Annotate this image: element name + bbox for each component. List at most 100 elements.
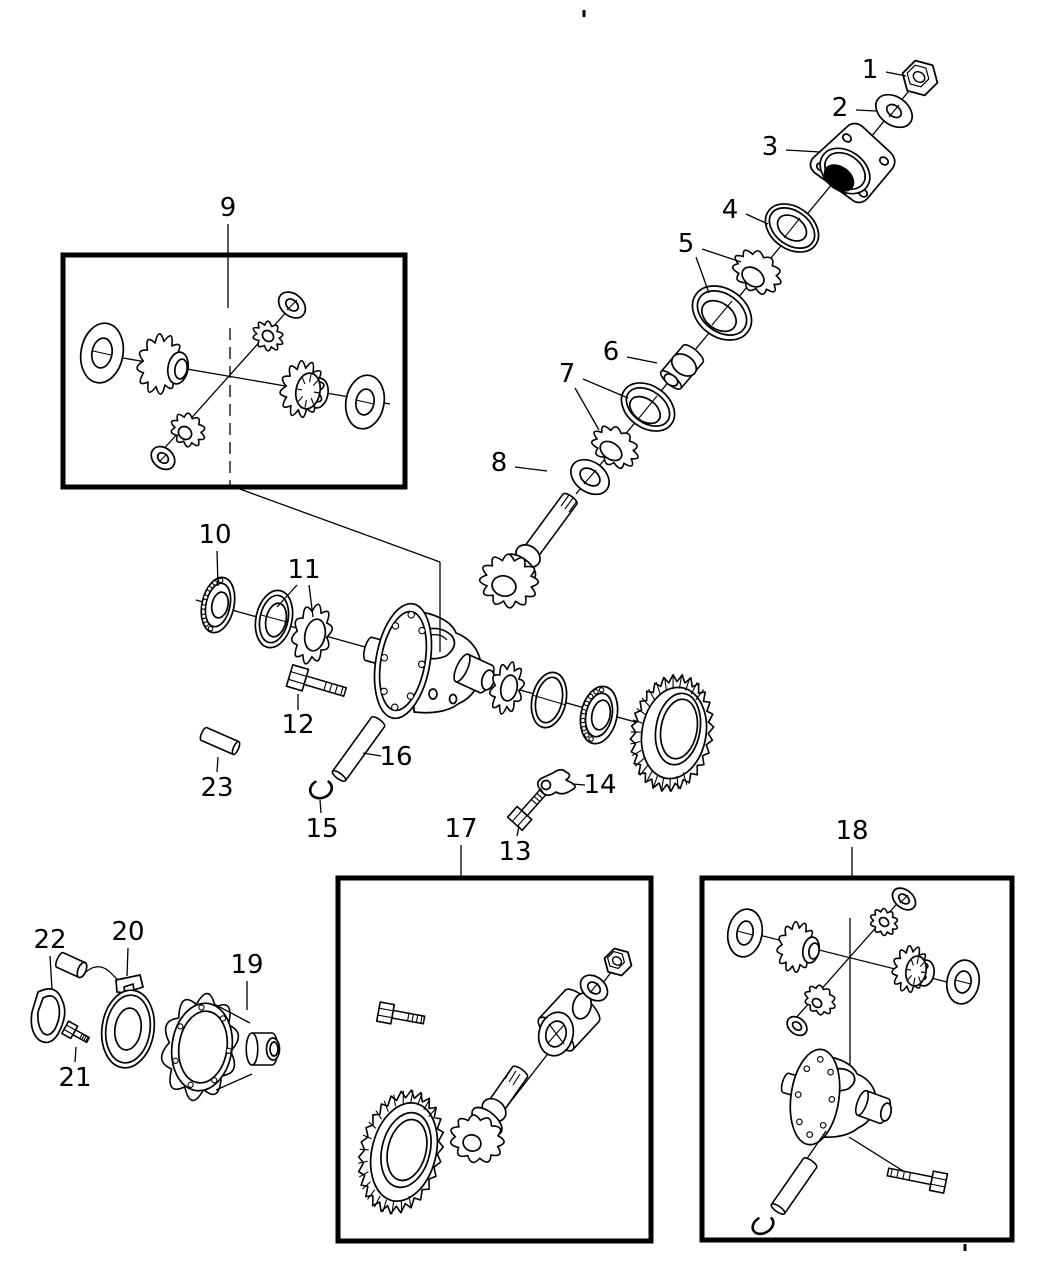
snap-ring (308, 778, 334, 800)
callout-1: 1 (862, 55, 907, 85)
callout-8: 8 (491, 448, 548, 478)
kit-pinion-gear-top (869, 907, 899, 937)
callout-4: 4 (722, 195, 769, 225)
ring-and-pinion-kit-box (335, 875, 654, 1244)
differential-bearing-cone-right (488, 661, 526, 715)
callout-19: 19 (230, 950, 264, 1010)
differential-case-bolt (285, 663, 348, 698)
callout-label: 10 (198, 520, 231, 550)
callout-7: 7 (559, 359, 629, 431)
callout-15: 15 (305, 799, 339, 844)
kit-cross-shaft (770, 1157, 818, 1215)
callout-9: 9 (220, 193, 237, 308)
kit-thrust-washer-right (945, 959, 981, 1005)
kit-side-gear-right (891, 944, 935, 994)
differential-bearing-cup-left (254, 589, 294, 649)
callout-13: 13 (498, 825, 532, 867)
callout-label: 15 (305, 814, 338, 844)
differential-side-bearing (579, 685, 619, 745)
thrust-washer-right (344, 374, 386, 430)
callout-label: 16 (379, 742, 412, 772)
callout-label: 1 (862, 55, 879, 85)
callout-label: 19 (230, 950, 263, 980)
pinion-mate-shaft (331, 715, 386, 783)
callout-17: 17 (444, 814, 478, 876)
side-gear-right (279, 359, 330, 419)
callout-12: 12 (281, 694, 315, 740)
callout-6: 6 (603, 337, 658, 367)
kit-pinion-washer-bottom (786, 1015, 808, 1037)
pinion-seal (764, 203, 820, 253)
callout-label: 17 (444, 814, 477, 844)
pinion-gear-bottom (170, 412, 206, 448)
pinion-nut (901, 59, 939, 97)
kit-pinion-washer-top (891, 887, 917, 911)
inner-carrier-bearing (200, 576, 236, 634)
callout-label: 2 (832, 93, 849, 123)
side-gear-left (136, 333, 190, 395)
kit-reference-line (236, 487, 441, 652)
callout-label: 14 (583, 770, 616, 800)
axle-disconnect-actuator (54, 951, 156, 1069)
callout-2: 2 (832, 93, 877, 123)
outer-pinion-bearing-cone (731, 249, 782, 296)
pinion-flange (809, 122, 896, 204)
callout-label: 22 (33, 925, 66, 955)
callout-3: 3 (762, 132, 821, 162)
disconnect-housing (160, 992, 281, 1102)
pinion-yoke (537, 988, 601, 1057)
dowel-pin (199, 726, 241, 756)
kit-case-bolt (886, 1167, 949, 1194)
kit-boxes-layer (60, 252, 1015, 1244)
differential-bearing-cone-left (290, 603, 334, 665)
ring-gear (629, 673, 715, 793)
parts-layer (30, 10, 981, 1251)
housing-gasket (30, 988, 66, 1044)
callout-21: 21 (58, 1046, 92, 1093)
yoke-nut (603, 947, 633, 977)
drive-pinion-gear (478, 492, 578, 609)
callout-label: 21 (58, 1063, 91, 1093)
callout-16: 16 (362, 742, 413, 772)
callout-18: 18 (835, 816, 869, 876)
pinion-washer-bottom (150, 445, 176, 471)
callout-label: 18 (835, 816, 868, 846)
service-ring-gear (357, 1089, 445, 1215)
callout-label: 5 (678, 229, 695, 259)
callout-label: 20 (111, 917, 144, 947)
callout-5: 5 (678, 229, 742, 294)
collapsible-spacer (659, 344, 705, 390)
spider-gear-kit-box (60, 252, 408, 490)
spider-kit-axis-lines (87, 298, 391, 486)
kit-thrust-washer-left (726, 908, 764, 958)
inner-pinion-bearing-cone (590, 425, 639, 470)
callout-14: 14 (571, 770, 617, 800)
kit-differential-case (780, 1048, 909, 1175)
callout-20: 20 (111, 917, 145, 977)
callout-10: 10 (198, 520, 232, 587)
callout-label: 23 (200, 773, 233, 803)
kit-pinion-gear-bottom (804, 984, 836, 1016)
callout-22: 22 (33, 925, 67, 990)
service-drive-pinion (450, 1065, 529, 1164)
ring-gear-bolt (375, 1001, 426, 1025)
callout-23: 23 (200, 756, 234, 803)
outer-pinion-bearing-cup (691, 285, 753, 341)
shaft-retainer (536, 768, 576, 797)
differential-case-kit-box (699, 875, 1015, 1243)
differential-bearing-cup-right (530, 671, 568, 729)
yoke-washer (579, 974, 609, 1002)
callout-label: 4 (722, 195, 739, 225)
callout-label: 9 (220, 193, 237, 223)
thrust-washer-left (79, 322, 125, 384)
callout-label: 3 (762, 132, 779, 162)
kit-side-gear-left (776, 920, 821, 974)
callout-11: 11 (276, 555, 321, 618)
callout-label: 13 (498, 837, 531, 867)
case-kit-axis-lines (734, 896, 976, 1085)
differential-case (362, 602, 496, 720)
retainer-bolt (506, 787, 548, 832)
